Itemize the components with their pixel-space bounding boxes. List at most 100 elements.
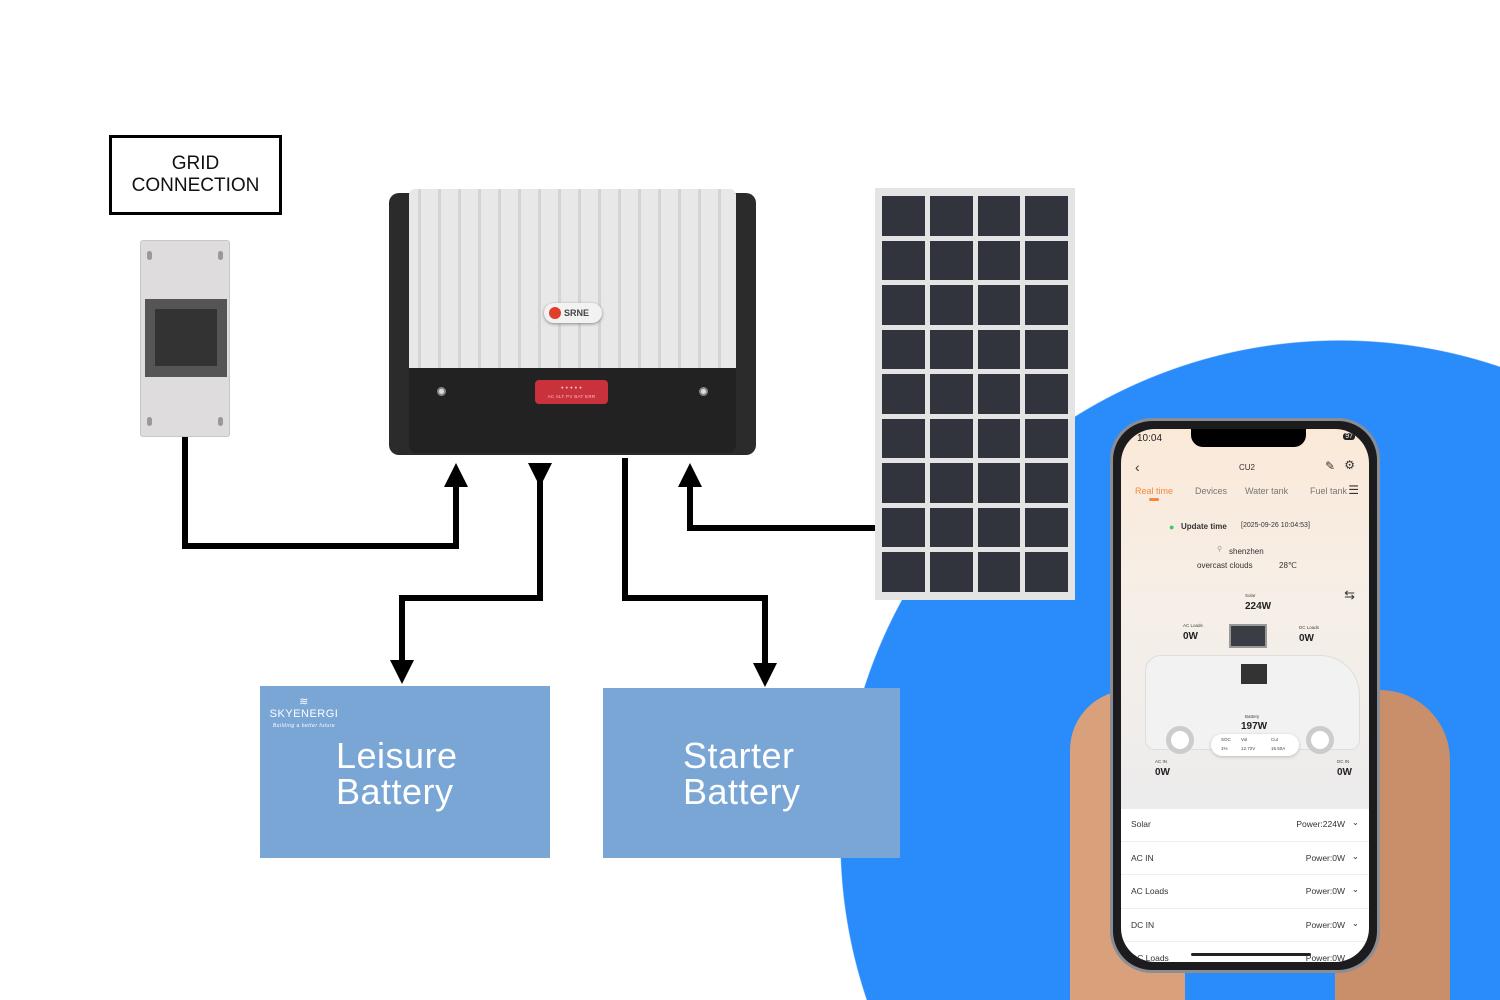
chevron-down-icon[interactable]: ⌄	[1351, 951, 1359, 961]
location: shenzhen	[1229, 547, 1264, 556]
starter-battery: Starter Battery	[603, 688, 900, 858]
solar-cell	[882, 374, 925, 414]
power-list-item[interactable]: Solar Power:224W ⌄	[1121, 807, 1369, 840]
back-icon[interactable]: ‹	[1135, 459, 1140, 475]
battery-indicator: 97	[1343, 433, 1355, 440]
chevron-down-icon[interactable]: ⌄	[1351, 917, 1359, 928]
solar-cell	[1025, 285, 1068, 325]
weather: overcast clouds	[1197, 561, 1253, 570]
solar-cell	[977, 374, 1021, 414]
item-name: DC IN	[1131, 919, 1155, 930]
cur-label: Cur	[1271, 737, 1279, 742]
solar-cell	[977, 552, 1021, 592]
solar-cell	[977, 240, 1021, 281]
chevron-down-icon[interactable]: ⌄	[1351, 817, 1359, 827]
solar-cell	[1025, 463, 1068, 503]
solar-cell	[929, 196, 973, 236]
leisure-label-2: Battery	[336, 771, 454, 812]
solar-cell	[977, 285, 1021, 325]
cur-value: 15.50A	[1271, 746, 1286, 751]
item-name: AC IN	[1131, 852, 1154, 863]
solar-cell	[882, 329, 925, 370]
battery-flow-label: Battery	[1245, 714, 1260, 719]
item-power: Power:0W	[1305, 886, 1345, 896]
solar-cell	[1025, 552, 1068, 592]
tab-fuel-tank[interactable]: Fuel tank	[1310, 486, 1348, 496]
solar-cell	[929, 418, 973, 459]
leisure-arrow	[390, 463, 552, 684]
ac-in-label: AC IN	[1155, 759, 1168, 764]
led-panel: ● ● ● ● ● AC ALT PV BAT ERR	[535, 380, 608, 404]
grid-connection-label: GRID CONNECTION	[109, 135, 282, 215]
battery-flow-value: 197W	[1241, 721, 1268, 732]
starter-label-1: Starter	[683, 735, 795, 776]
chevron-down-icon[interactable]: ⌄	[1351, 850, 1359, 861]
solar-cell	[977, 196, 1021, 236]
gear-icon[interactable]: ⚙	[1344, 458, 1355, 472]
inverter: SRNE ● ● ● ● ● AC ALT PV BAT ERR	[389, 189, 756, 455]
power-list-item[interactable]: AC Loads Power:0W ⌄	[1121, 874, 1369, 907]
soc-value: 1%	[1221, 746, 1228, 751]
status-dot-icon: ●	[1169, 522, 1175, 532]
switch-icon[interactable]: ⇆	[1344, 587, 1355, 602]
solar-flow-label: Solar	[1245, 593, 1256, 598]
vol-value: 12.72V	[1241, 746, 1256, 751]
device-title: CU2	[1239, 463, 1256, 472]
edit-icon[interactable]: ✎	[1324, 459, 1335, 473]
grid-breaker-box	[140, 240, 230, 437]
rv-illustration	[1145, 655, 1360, 754]
ac-loads-value: 0W	[1183, 631, 1198, 642]
solar-cell	[977, 329, 1021, 370]
ac-loads-label: AC Loads	[1183, 623, 1203, 628]
power-list-item[interactable]: DC IN Power:0W ⌄	[1121, 907, 1369, 941]
ac-in-value: 0W	[1155, 767, 1170, 778]
item-name: DC Loads	[1131, 953, 1169, 962]
solar-cell	[882, 240, 925, 281]
item-power: Power:0W	[1305, 919, 1345, 930]
solar-cell	[882, 463, 925, 503]
solar-cell	[929, 374, 973, 414]
solar-cell	[882, 285, 925, 325]
solar-cell	[929, 552, 973, 592]
temperature: 28℃	[1279, 561, 1297, 570]
solar-cell	[929, 240, 973, 281]
item-power: Power:0W	[1305, 852, 1345, 863]
power-list-item[interactable]: AC IN Power:0W ⌄	[1121, 840, 1369, 874]
update-label: Update time	[1181, 522, 1227, 531]
solar-cell	[977, 463, 1021, 503]
solar-cell	[929, 285, 973, 325]
leisure-label-1: Leisure	[336, 735, 458, 776]
tab-water-tank[interactable]: Water tank	[1245, 486, 1289, 496]
item-name: Solar	[1131, 819, 1151, 829]
item-power: Power:224W	[1296, 819, 1345, 829]
vol-label: Vol	[1241, 737, 1248, 742]
dc-loads-value: 0W	[1299, 633, 1314, 644]
tab-devices[interactable]: Devices	[1195, 486, 1228, 496]
dc-loads-label: DC Loads	[1299, 625, 1320, 630]
location-icon: ⚲	[1217, 546, 1223, 553]
starter-label-2: Battery	[683, 771, 801, 812]
phone: 10:04 97 ‹ CU2 ✎ ⚙ Real time Devices Wat…	[1110, 418, 1380, 973]
solar-cell	[882, 552, 925, 592]
chevron-down-icon[interactable]: ⌄	[1351, 884, 1359, 894]
solar-cell	[929, 507, 973, 548]
tab-real-time[interactable]: Real time	[1135, 486, 1174, 496]
solar-panel	[875, 188, 1075, 600]
solar-cell	[882, 196, 925, 236]
solar-cell	[1025, 329, 1068, 370]
solar-flow-value: 224W	[1245, 601, 1272, 612]
solar-cell	[882, 507, 925, 548]
solar-cell	[929, 463, 973, 503]
dc-in-label: DC IN	[1337, 759, 1350, 764]
menu-icon[interactable]: ☰	[1348, 483, 1359, 497]
solar-cell	[977, 507, 1021, 548]
grid-arrow	[182, 437, 468, 549]
solar-cell	[1025, 507, 1068, 548]
starter-arrow	[622, 458, 777, 687]
item-name: AC Loads	[1131, 886, 1169, 896]
srne-logo: SRNE	[544, 303, 602, 323]
